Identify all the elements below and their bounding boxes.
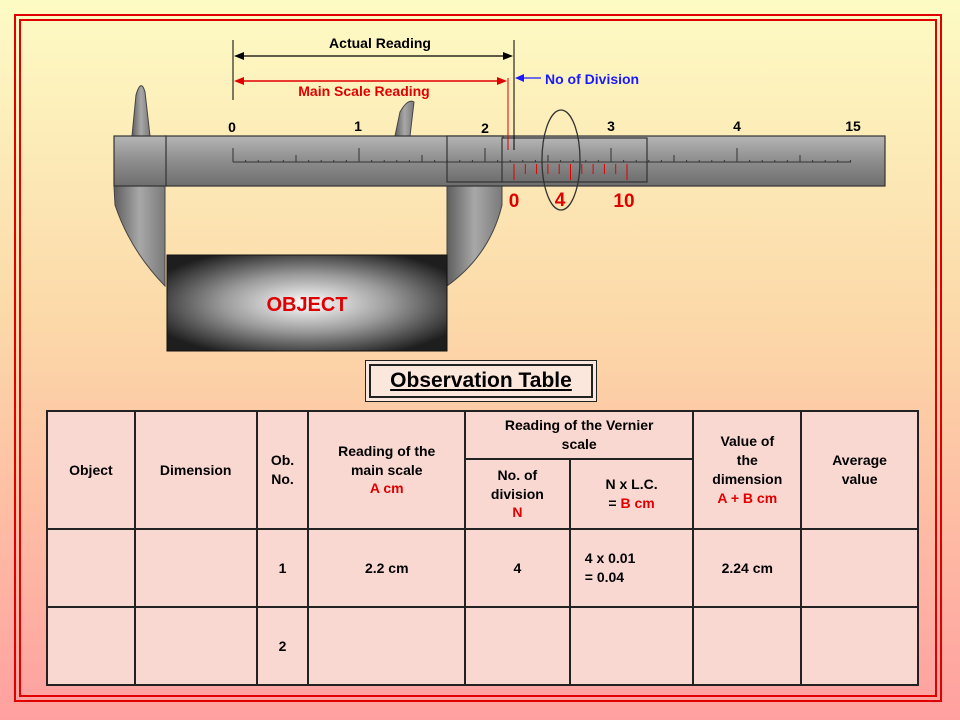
cell-average bbox=[800, 528, 919, 608]
fixed-upper-jaw bbox=[131, 85, 151, 137]
cell-division bbox=[464, 606, 571, 686]
fixed-lower-jaw bbox=[113, 185, 166, 288]
cell-dimension bbox=[133, 606, 258, 686]
header-object: Object bbox=[46, 410, 136, 530]
object-label: OBJECT bbox=[266, 294, 347, 316]
cell-main-scale: 2.2 cm bbox=[307, 528, 466, 608]
cell-object bbox=[46, 528, 136, 608]
cell-ob-no: 1 bbox=[255, 528, 310, 608]
observation-table-title: Observation Table bbox=[390, 369, 572, 392]
main-scale-number-2: 2 bbox=[481, 120, 489, 136]
cell-value bbox=[692, 606, 803, 686]
main-scale-number-0: 0 bbox=[228, 119, 236, 135]
object-block bbox=[166, 254, 448, 352]
header-dimension: Dimension bbox=[133, 410, 258, 530]
vernier-plate bbox=[501, 137, 648, 183]
cell-dimension bbox=[133, 528, 258, 608]
table-row: 1 2.2 cm 4 4 x 0.01= 0.04 2.24 cm bbox=[46, 528, 919, 608]
cell-average bbox=[800, 606, 919, 686]
cell-ob-no: 2 bbox=[255, 606, 310, 686]
main-scale-number-4: 4 bbox=[733, 118, 741, 134]
cell-nxlc: 4 x 0.01= 0.04 bbox=[568, 528, 695, 608]
cell-main-scale bbox=[307, 606, 466, 686]
main-scale-number-15: 15 bbox=[845, 118, 861, 134]
sliding-jaw-block bbox=[446, 135, 504, 183]
vernier-caliper-diagram: 0 1 2 3 4 15 0 4 10 Actual Reading Main … bbox=[113, 35, 886, 352]
actual-reading-label: Actual Reading bbox=[329, 35, 431, 51]
cell-object bbox=[46, 606, 136, 686]
main-scale-number-3: 3 bbox=[607, 118, 615, 134]
sliding-lower-jaw bbox=[446, 181, 503, 287]
inner-frame bbox=[19, 19, 937, 697]
main-scale-number-1: 1 bbox=[354, 118, 362, 134]
vernier-number-4: 4 bbox=[555, 190, 566, 211]
table-row: 2 bbox=[46, 606, 919, 686]
header-nxlc: N x L.C.= B cm bbox=[568, 458, 695, 530]
main-scale-reading-label: Main Scale Reading bbox=[298, 83, 429, 99]
sliding-upper-jaw bbox=[394, 100, 415, 137]
cell-value: 2.24 cm bbox=[692, 528, 803, 608]
vernier-scale-ticks bbox=[513, 164, 628, 180]
cell-division: 4 bbox=[464, 528, 571, 608]
outer-frame bbox=[14, 14, 942, 702]
vernier-number-10: 10 bbox=[613, 191, 634, 212]
vernier-number-0: 0 bbox=[509, 191, 520, 212]
cell-nxlc bbox=[568, 606, 695, 686]
observation-table-title-box: Observation Table bbox=[365, 360, 597, 402]
coinciding-division-highlight bbox=[541, 109, 581, 211]
header-ob-no: Ob.No. bbox=[255, 410, 310, 530]
no-of-division-label: No of Division bbox=[545, 71, 639, 87]
fixed-jaw-head bbox=[113, 135, 167, 187]
main-scale-ticks bbox=[232, 148, 851, 162]
